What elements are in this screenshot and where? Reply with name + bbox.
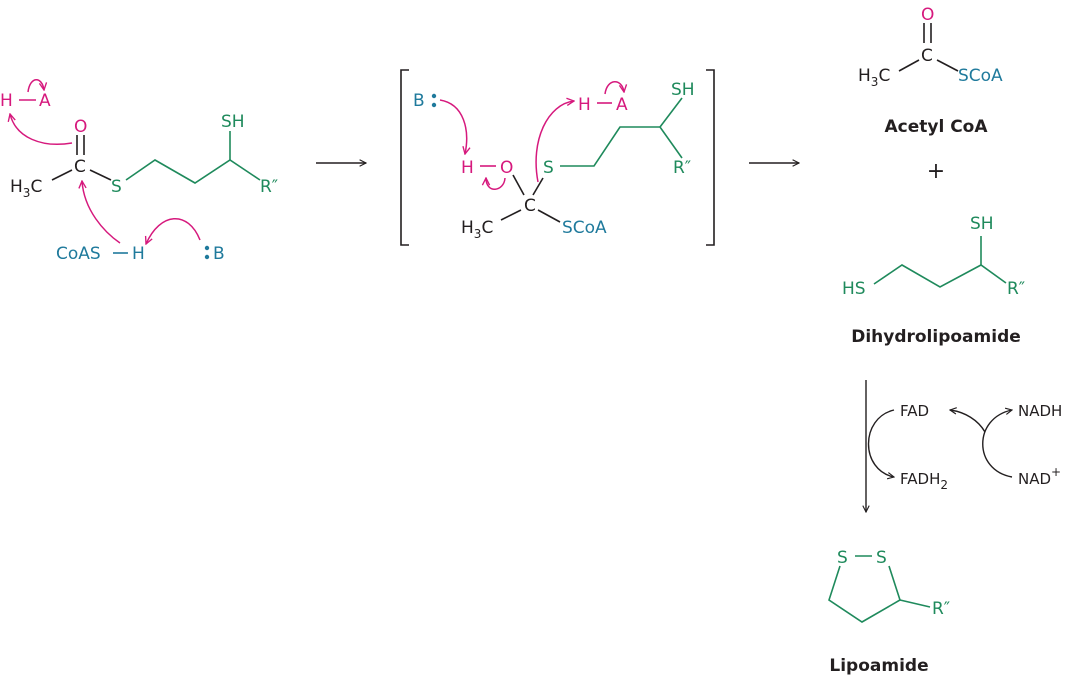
thiol-sh: SH (221, 112, 245, 132)
r-group: R″ (260, 177, 278, 197)
electron-arrow-base-to-h (439, 99, 467, 154)
c-scoa-bond (537, 209, 561, 223)
right-bracket (706, 69, 715, 246)
dihydrolipoyl-chain (873, 264, 1007, 288)
oc-bond (512, 174, 525, 196)
carbonyl-oxygen: O (921, 5, 934, 25)
carbonyl-carbon: C (74, 157, 86, 177)
c-s-bond (532, 177, 544, 196)
r-group: R″ (673, 158, 691, 178)
nad-plus-label: NAD+ (1018, 465, 1061, 488)
electron-arrow-ha-bond (604, 81, 624, 95)
thioester-sulfur: S (111, 177, 122, 197)
fad-reduction-arc (867, 409, 895, 477)
acid-a: A (616, 95, 628, 115)
coas-hydrogen: H (132, 244, 145, 264)
fad-label: FAD (900, 402, 929, 420)
acetyl-coa-structure: O C H3C SCoA Acetyl CoA (858, 5, 1003, 137)
hydroxyl-hydrogen: H (461, 158, 474, 178)
methyl-group: H3C (10, 177, 42, 200)
electron-arrow-cs-to-h (535, 101, 574, 183)
scoa-label: SCoA (958, 66, 1003, 86)
electron-arrow-base-to-h (146, 218, 201, 244)
carbonyl-oxygen: O (74, 117, 87, 137)
base-lone-pair-dot (431, 102, 437, 108)
lipoamide-structure: S S R″ Lipoamide (828, 548, 950, 676)
redox-coupling: FAD FADH2 NADH NAD+ (866, 380, 1062, 512)
dihydrolipoamide-structure: SH HS R″ Dihydrolipoamide (842, 214, 1025, 347)
acid-a: A (39, 91, 51, 111)
plus-sign: + (927, 159, 945, 184)
acetyl-coa-name: Acetyl CoA (884, 117, 988, 137)
c-scoa-bond (936, 59, 959, 72)
r-group: R″ (1007, 279, 1025, 299)
base-lone-pair-dot (204, 254, 210, 260)
methyl-group: H3C (858, 66, 890, 89)
left-bracket (400, 69, 409, 246)
coas-label: CoAS (56, 244, 101, 264)
scoa-label: SCoA (562, 218, 607, 238)
electron-arrow-ho-bond (486, 178, 506, 190)
base-lone-pair-dot (431, 93, 437, 99)
dithiolane-ring (828, 565, 901, 623)
thiol-sh: SH (970, 214, 994, 234)
cs-bond (89, 169, 112, 181)
reactant-structure: H A O C H3C S SH R″ CoAS H B (0, 79, 278, 264)
sh-bond (659, 97, 683, 128)
methyl-bond (51, 169, 73, 181)
electron-arrow-oxygen-to-h (10, 114, 73, 145)
hydroxyl-oxygen: O (500, 158, 513, 178)
intermediate-structure: B H O C H3C SCoA S H A SH R″ (400, 69, 715, 246)
carbonyl-carbon: C (921, 46, 933, 66)
r-group: R″ (932, 599, 950, 619)
acid-hydrogen: H (578, 95, 591, 115)
nadh-regeneration-arc (982, 410, 1012, 478)
thiol-sh: SH (671, 80, 695, 100)
r-bond (899, 599, 931, 608)
dihydrolipoyl-chain (560, 126, 683, 167)
c-methyl-bond (500, 209, 522, 221)
thioether-sulfur: S (543, 158, 554, 178)
base-b: B (213, 244, 225, 264)
ring-sulfur-2: S (876, 548, 887, 568)
base-b: B (413, 91, 425, 111)
dihydrolipoamide-name: Dihydrolipoamide (851, 327, 1021, 347)
methyl-bond (898, 59, 920, 72)
fad-return-arrow (950, 410, 986, 433)
fadh2-label: FADH2 (900, 470, 948, 492)
electron-arrow-ha-bond (27, 79, 44, 93)
tetrahedral-carbon: C (524, 196, 536, 216)
thiol-hs: HS (842, 279, 866, 299)
acid-hydrogen: H (0, 91, 13, 111)
methyl-group: H3C (461, 218, 493, 241)
lipoamide-name: Lipoamide (829, 656, 928, 676)
ring-sulfur-1: S (837, 548, 848, 568)
base-lone-pair-dot (204, 245, 210, 251)
nadh-label: NADH (1018, 402, 1062, 420)
dihydrolipoyl-chain (125, 159, 261, 184)
electron-arrow-coas-to-c (82, 181, 121, 244)
